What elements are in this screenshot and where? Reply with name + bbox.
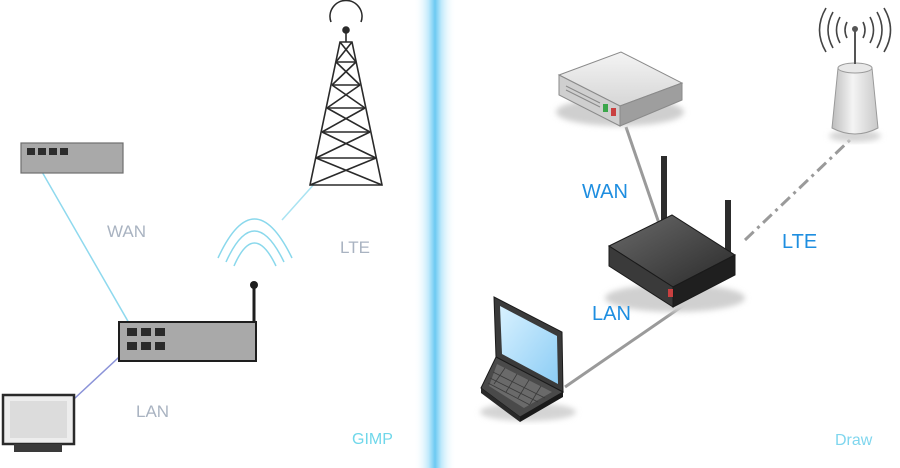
right-tool-label: Draw [835,432,873,449]
left-lte-link [281,181,317,221]
left-lte-label: LTE [340,238,370,257]
right-wan-link [624,126,666,239]
right-wan-label: WAN [582,181,628,203]
right-lan-link [564,303,685,389]
right-laptop-icon [480,296,576,422]
left-computer-icon [1,393,76,452]
right-modem-icon [556,51,684,127]
right-lan-label: LAN [592,303,631,325]
right-lte-label: LTE [782,231,818,253]
panel-divider [414,0,456,468]
left-lan-label: LAN [136,402,170,421]
left-router-icon [118,281,258,362]
left-modem-icon [20,142,124,174]
left-wan-link [29,150,134,331]
left-wireless-signal-icon [217,218,293,267]
left-cell-tower-icon [309,0,383,186]
left-wan-label: WAN [107,222,147,241]
right-router-icon [605,156,745,312]
right-lte-device-icon [829,26,881,142]
right-wireless-signal-icon [818,7,892,53]
right-lte-link [743,135,855,242]
left-tool-label: GIMP [352,431,393,448]
